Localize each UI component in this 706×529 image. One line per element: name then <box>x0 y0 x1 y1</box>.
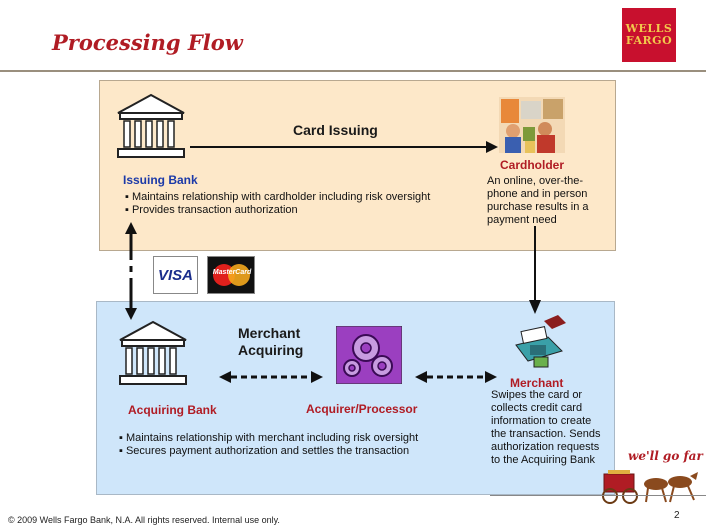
mastercard-logo: MasterCard <box>207 256 255 294</box>
cardholder-shopping-icon <box>499 97 565 153</box>
merchant-card-swipe-icon <box>515 315 566 368</box>
wells-fargo-logo: WELLS FARGO <box>622 8 676 62</box>
mastercard-text: MasterCard <box>212 269 252 276</box>
merchant-acquiring-heading-line1: Merchant <box>238 325 301 341</box>
issuing-bullet-1: ▪ Maintains relationship with cardholder… <box>125 191 431 203</box>
visa-text: VISA <box>157 266 193 284</box>
card-issuing-heading: Card Issuing <box>293 122 378 138</box>
bank-to-bank-dashed-arrow <box>125 222 137 320</box>
mastercard-orange-circle <box>228 264 250 286</box>
acquirer-processor-label: Acquirer/Processor <box>306 402 418 416</box>
merchant-label: Merchant <box>510 376 564 390</box>
processor-to-merchant-dashed-arrow <box>415 371 497 383</box>
acquiring-bank-label: Acquiring Bank <box>128 403 217 417</box>
merchant-description: Swipes the card or collects credit card … <box>491 389 601 466</box>
acquiring-bullet-1: ▪ Maintains relationship with merchant i… <box>119 432 419 444</box>
cardholder-description: An online, over-the-phone and in person … <box>487 175 589 226</box>
bank-to-processor-dashed-arrow <box>219 371 323 383</box>
processor-gears-icon <box>336 326 402 384</box>
issuing-bullet-2: ▪ Provides transaction authorization <box>125 204 298 216</box>
page-number: 2 <box>674 510 680 521</box>
issuing-bank-label: Issuing Bank <box>123 173 198 187</box>
copyright-text: © 2009 Wells Fargo Bank, N.A. All rights… <box>8 515 280 525</box>
visa-card-logo: VISA <box>153 256 198 294</box>
logo-line-1: WELLS <box>625 22 673 35</box>
issuing-to-cardholder-arrow <box>190 141 498 153</box>
footer-divider <box>490 495 706 496</box>
title-divider <box>0 70 706 72</box>
stagecoach-icon <box>602 470 698 504</box>
logo-line-2: FARGO <box>625 34 673 47</box>
cardholder-to-merchant-arrow <box>529 226 541 314</box>
page-title: Processing Flow <box>52 30 243 55</box>
merchant-acquiring-heading-line2: Acquiring <box>238 342 304 358</box>
cardholder-label: Cardholder <box>500 158 565 172</box>
tagline: we'll go far <box>628 449 703 463</box>
issuing-bank-icon <box>117 93 185 158</box>
acquiring-bullet-2: ▪ Secures payment authorization and sett… <box>119 445 410 457</box>
acquiring-bank-icon <box>119 320 187 385</box>
